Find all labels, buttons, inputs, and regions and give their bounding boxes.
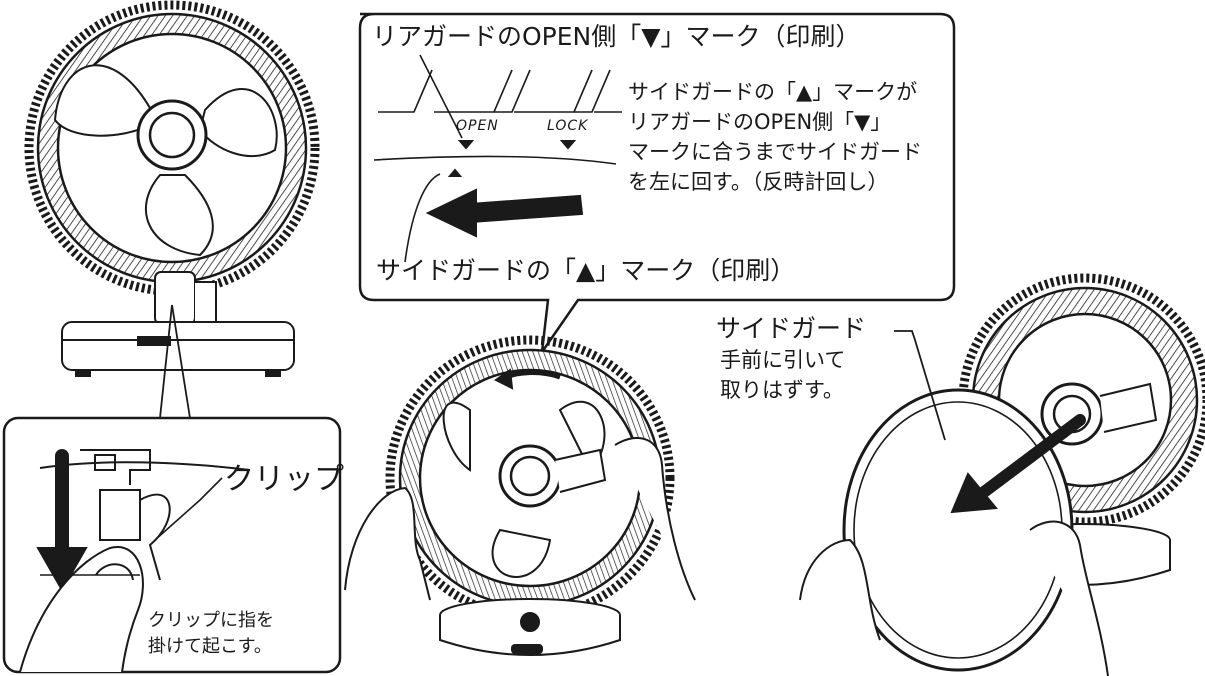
instruction-line-2: リアガードのOPEN側「▼」 <box>628 110 892 134</box>
down-arrow <box>36 547 88 593</box>
open-label: OPEN <box>456 118 499 134</box>
right-hand <box>614 436 696 601</box>
side-guard-mark-label: サイドガードの「▲」マーク（印刷） <box>376 256 796 285</box>
fan-blade <box>144 174 214 257</box>
lock-label: LOCK <box>547 118 589 134</box>
fan-blade <box>198 88 278 158</box>
left-hand-right-fan <box>799 538 881 641</box>
left-arrow-head <box>425 188 477 238</box>
right-step-line-3: 取りはずす。 <box>720 378 844 402</box>
clip-part <box>99 489 141 541</box>
fan-remove-view <box>799 273 1205 676</box>
open-mark-triangle <box>457 140 475 150</box>
clip-instruction-line-1: クリップに指を <box>148 610 274 631</box>
clip-label: クリップ <box>224 462 344 497</box>
pull-arrow <box>950 472 998 514</box>
clip-callout <box>2 416 342 674</box>
side-guard-mark-triangle <box>447 168 463 177</box>
fan-base-display <box>137 336 171 346</box>
fan-blade <box>53 64 151 137</box>
clip-instruction-line-2: 掛けて起こす。 <box>148 636 272 657</box>
finger <box>19 545 144 673</box>
instruction-line-4: を左に回す。（反時計回し） <box>628 170 889 194</box>
fan-hub <box>136 99 208 171</box>
clip-callout-leader <box>159 304 191 419</box>
left-hand <box>344 486 431 601</box>
middle-fan-hub <box>498 444 562 508</box>
fan-neck <box>154 271 196 325</box>
instruction-line-3: マークに合うまでサイドガード <box>628 140 922 164</box>
lock-mark-triangle <box>559 140 577 150</box>
fan-rotating-view <box>344 335 696 656</box>
rear-guard-open-mark-title: リアガードのOPEN側「▼」マーク（印刷） <box>372 22 861 51</box>
guard-mark-callout <box>358 12 956 353</box>
middle-fan-base <box>439 615 621 656</box>
right-step-line-1: サイドガード <box>716 314 867 343</box>
right-step-line-2: 手前に引いて <box>720 348 846 372</box>
instruction-line-1: サイドガードの「▲」マークが <box>628 80 918 104</box>
fan-front-view <box>24 0 320 377</box>
rotate-arrow <box>494 368 514 390</box>
right-hand-right-fan <box>1029 520 1109 676</box>
